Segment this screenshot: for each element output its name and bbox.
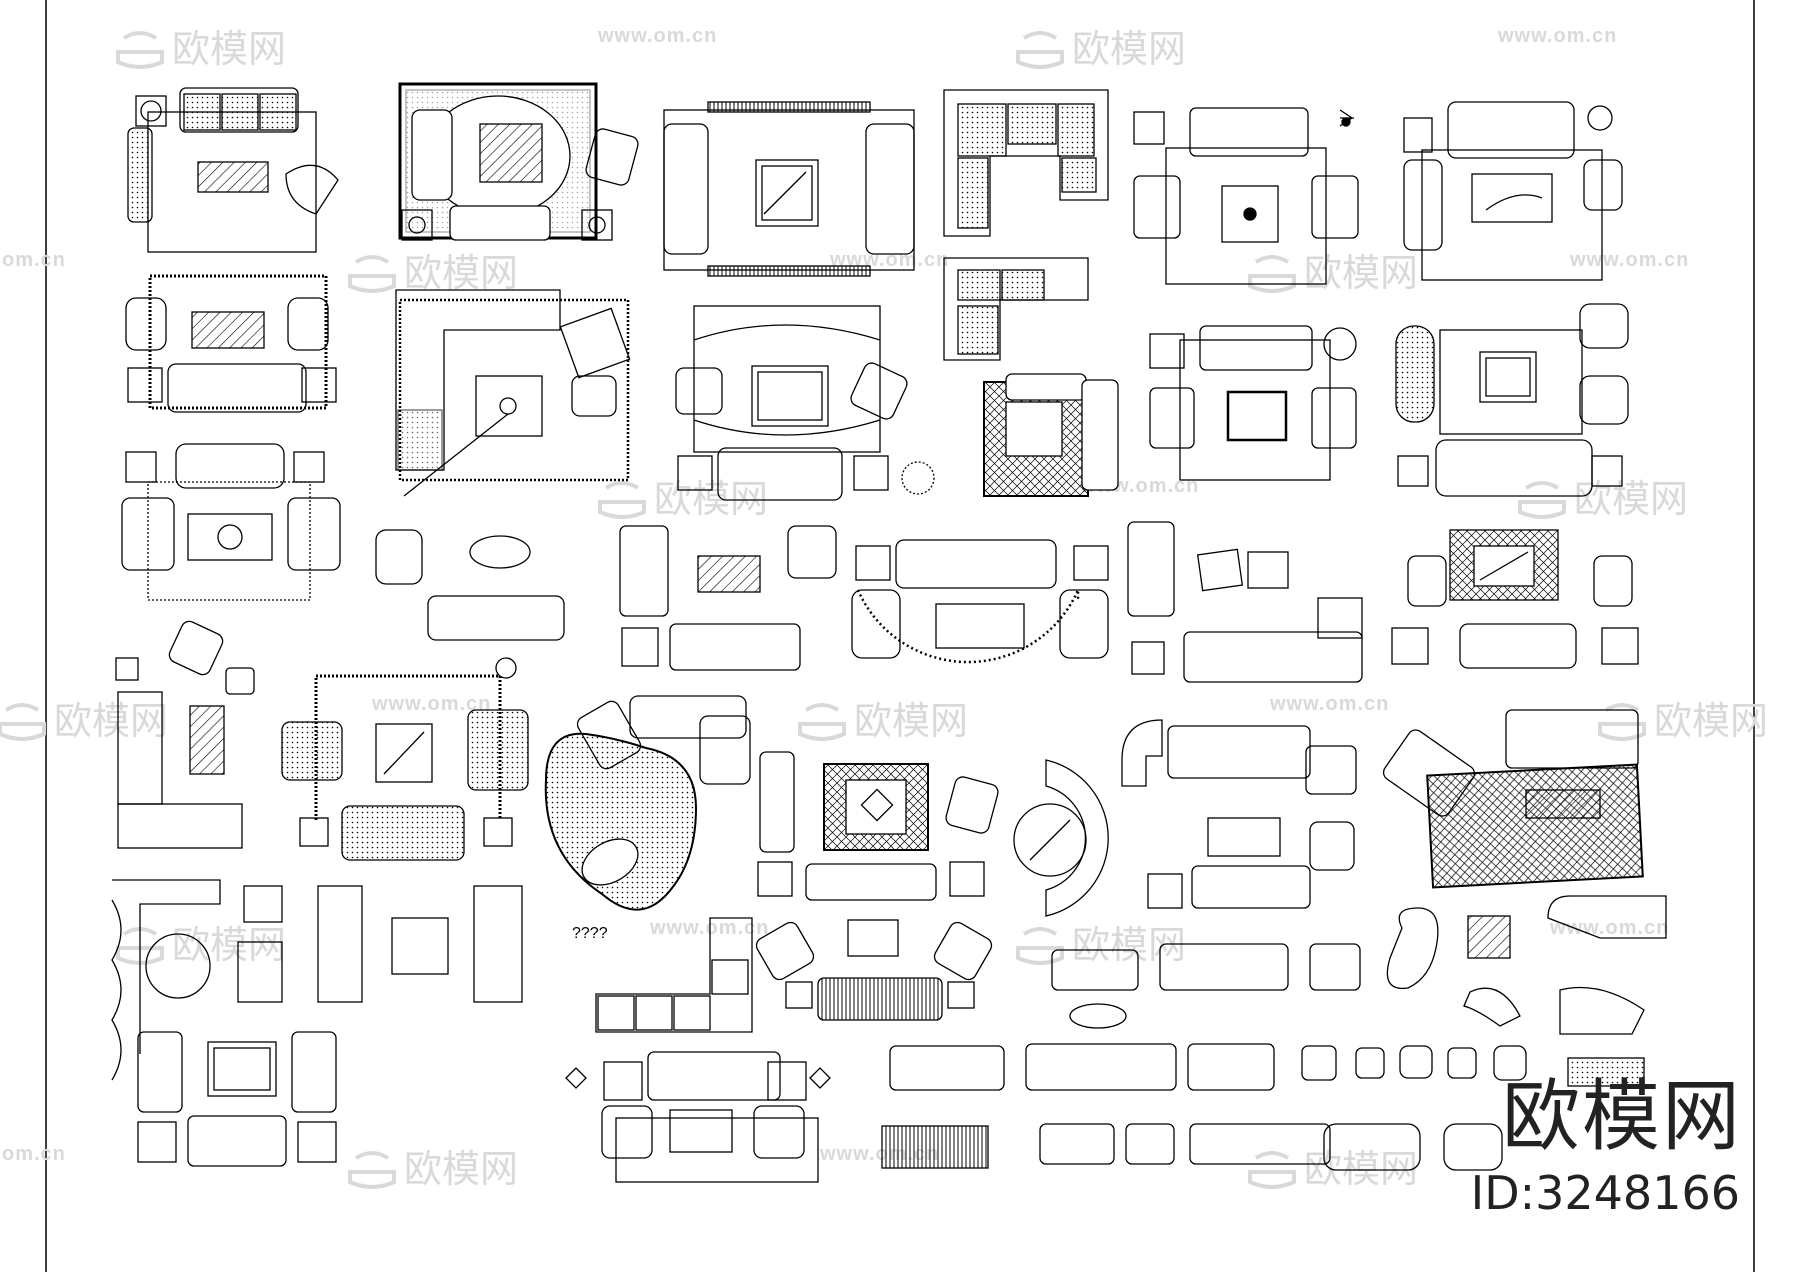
plan-block-living-4	[1133, 107, 1359, 285]
watermark-brand: 欧模网	[1016, 923, 1186, 967]
plan-block-living-14	[1121, 719, 1357, 909]
watermark-url-fragment: om.cn	[2, 1143, 66, 1165]
svg-text:欧模网: 欧模网	[404, 1147, 518, 1191]
svg-text:欧模网: 欧模网	[404, 251, 518, 295]
plan-block-living-6	[125, 274, 337, 413]
svg-text:欧模网: 欧模网	[1072, 27, 1186, 71]
plan-block-sectional-1	[943, 89, 1109, 237]
watermark-brand: 欧模网	[798, 699, 968, 743]
sheet-border	[45, 0, 1755, 1272]
plan-block-living-8	[1149, 325, 1357, 481]
plan-block-living-18	[565, 1051, 831, 1183]
plan-block-living-3	[663, 101, 915, 277]
plan-block-row-sofas-2	[889, 1043, 1527, 1091]
plan-block-row-sofas-1	[1051, 943, 1361, 1029]
watermark-brand: 欧模网	[1248, 1147, 1418, 1191]
watermark-brand: 欧模网	[348, 1147, 518, 1191]
plan-block-living-10	[121, 443, 341, 601]
plan-block-curved-sofa	[1013, 759, 1109, 917]
plan-block-sectional-4	[1127, 521, 1363, 683]
plan-block-living-16	[755, 919, 993, 1021]
brand-id-label: ID:3248166	[1470, 1166, 1740, 1220]
watermark-brand: 欧模网	[0, 699, 168, 743]
doodle-text: ????	[572, 925, 608, 942]
watermark-url: www.om.cn	[1497, 25, 1617, 47]
plan-block-living-13	[757, 751, 999, 901]
watermark-brand: 欧模网	[1598, 699, 1768, 743]
plan-block-sectional-3	[943, 257, 1119, 497]
svg-text:欧模网: 欧模网	[1654, 699, 1768, 743]
watermark-brand: 欧模网	[598, 477, 768, 521]
svg-text:欧模网: 欧模网	[1072, 923, 1186, 967]
plan-block-round-rug	[851, 539, 1109, 664]
svg-text:欧模网: 欧模网	[1304, 1147, 1418, 1191]
plan-block-living-2	[398, 82, 639, 241]
plan-block-living-1	[127, 87, 339, 253]
plan-block-row-sofas-3	[881, 1123, 1503, 1171]
svg-text:欧模网: 欧模网	[1574, 477, 1688, 521]
watermark-brand: 欧模网	[1016, 27, 1186, 71]
plan-block-group-1	[375, 529, 565, 641]
brand-logo: 欧模网	[1501, 1072, 1742, 1162]
watermark-brand: 欧模网	[116, 923, 286, 967]
plan-block-living-5	[1403, 101, 1623, 281]
watermark-url-fragment: om.cn	[2, 249, 66, 271]
plan-block-living-11	[1391, 529, 1639, 669]
watermark-url: www.om.cn	[649, 917, 769, 939]
plan-block-dining	[111, 879, 523, 1081]
plan-block-group-2	[619, 525, 837, 671]
watermark-brand: 欧模网	[1248, 251, 1418, 295]
svg-text:欧模网: 欧模网	[54, 699, 168, 743]
watermark-url: www.om.cn	[597, 25, 717, 47]
watermark-brand: 欧模网	[348, 251, 518, 295]
svg-text:欧模网: 欧模网	[172, 27, 286, 71]
plan-block-sectional-2	[395, 289, 631, 497]
svg-text:欧模网: 欧模网	[854, 699, 968, 743]
watermark-url: www.om.cn	[1569, 249, 1689, 271]
watermark-url: www.om.cn	[371, 693, 491, 715]
plan-block-living-17	[137, 1031, 337, 1167]
plan-block-scattered	[1386, 895, 1667, 1087]
watermark-url: www.om.cn	[1269, 693, 1389, 715]
plan-block-living-9	[1395, 303, 1629, 497]
watermark-brand: 欧模网	[116, 27, 286, 71]
svg-text:欧模网: 欧模网	[172, 923, 286, 967]
plan-block-living-7	[675, 305, 935, 501]
plan-block-living-15	[1382, 709, 1644, 889]
svg-text:欧模网: 欧模网	[654, 477, 768, 521]
plan-block-living-12	[281, 657, 529, 861]
watermark-url: www.om.cn	[1549, 917, 1669, 939]
watermark-brand: 欧模网	[1518, 477, 1688, 521]
plan-block-kidney-rug: ????	[544, 695, 751, 942]
plan-block-sectional-5	[595, 917, 753, 1033]
plan-block-l-bench	[115, 620, 255, 849]
svg-text:欧模网: 欧模网	[1304, 251, 1418, 295]
